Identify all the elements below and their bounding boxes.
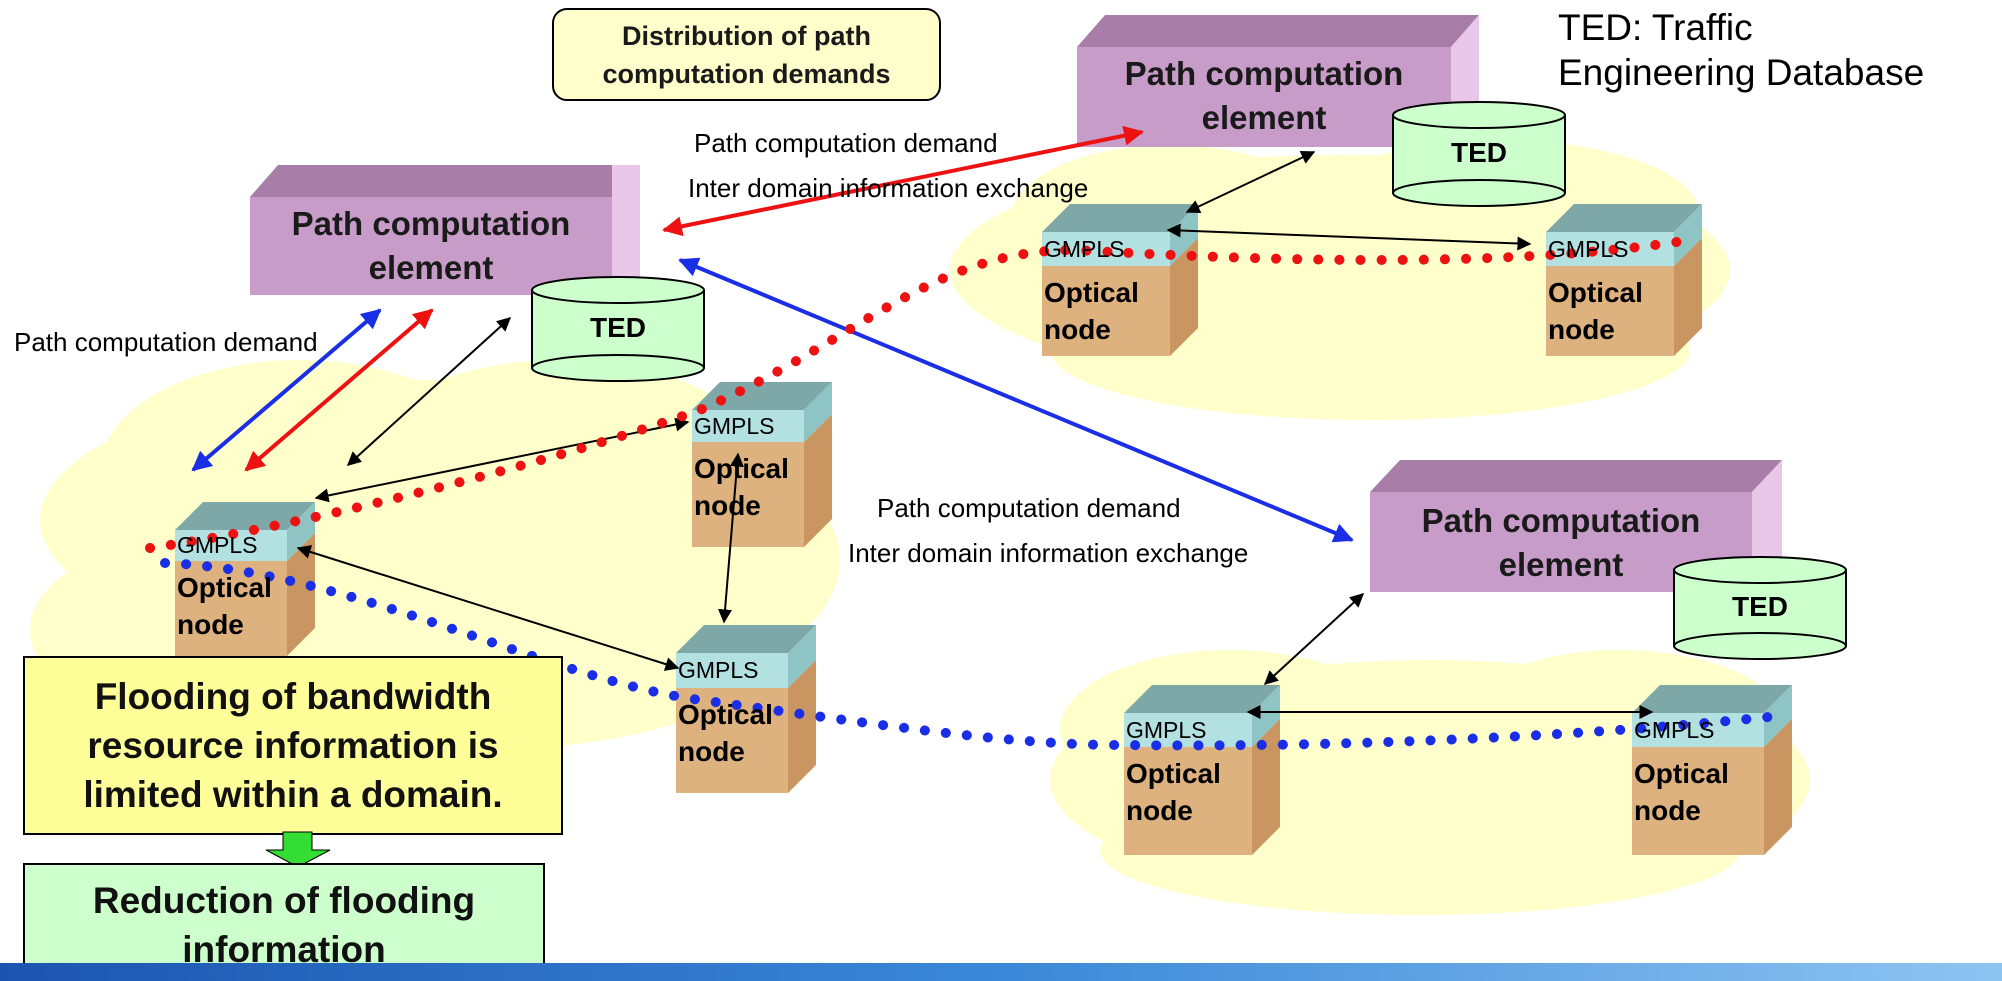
red-inter-domain-arrow bbox=[662, 125, 1144, 237]
ted-label-top: TED bbox=[1451, 137, 1507, 168]
optical-node-3 bbox=[676, 625, 816, 793]
gmpls-label: GMPLS bbox=[678, 657, 759, 683]
legend-line1: TED: Traffic bbox=[1558, 7, 1753, 48]
optical-line2: node bbox=[1044, 314, 1111, 345]
optical-line2: node bbox=[1548, 314, 1615, 345]
optical-line1: Optical bbox=[694, 453, 789, 484]
pce-title-bottom: Path computation element bbox=[1370, 499, 1752, 587]
optical-node-label: Optical node bbox=[1044, 274, 1139, 348]
ted-label-bottom: TED bbox=[1732, 591, 1788, 622]
legend-text: TED: Traffic Engineering Database bbox=[1558, 5, 1924, 95]
flooding-box-shape bbox=[23, 656, 563, 835]
optical-line2: node bbox=[177, 609, 244, 640]
bottom-decoration-bar bbox=[0, 963, 2002, 981]
ted-cylinder-top bbox=[1392, 101, 1566, 207]
blue-inter-domain-arrow bbox=[678, 257, 1354, 543]
top-demand-label: Path computation demand bbox=[694, 128, 998, 158]
gmpls-label: GMPLS bbox=[1126, 717, 1207, 743]
link-node4-node5 bbox=[1166, 223, 1532, 251]
optical-node-5 bbox=[1546, 204, 1702, 356]
optical-line1: Optical bbox=[678, 699, 773, 730]
blue-dotted-path bbox=[160, 558, 1783, 751]
reduction-box: Reduction of flooding information bbox=[24, 876, 544, 974]
mid-exchange-label: Inter domain information exchange bbox=[848, 538, 1249, 568]
optical-node-label: Optical node bbox=[177, 569, 272, 643]
optical-line1: Optical bbox=[1044, 277, 1139, 308]
pce-title-line2: element bbox=[1498, 546, 1624, 583]
pce-title-line1: Path computation bbox=[1421, 502, 1701, 539]
gmpls-label: GMPLS bbox=[177, 532, 258, 558]
optical-node-label: Optical node bbox=[1126, 755, 1221, 829]
pce-box-top bbox=[1077, 15, 1479, 147]
left-demand-label: Path computation demand bbox=[14, 327, 318, 357]
flooding-line1: Flooding of bandwidth bbox=[94, 676, 492, 717]
optical-node-6 bbox=[1124, 685, 1280, 855]
optical-line2: node bbox=[1126, 795, 1193, 826]
pce-title-left: Path computation element bbox=[250, 202, 612, 290]
flooding-line3: limited within a domain. bbox=[83, 774, 503, 815]
optical-line2: node bbox=[694, 490, 761, 521]
pce-title-line2: element bbox=[1201, 99, 1327, 136]
reduction-line2: information bbox=[182, 929, 386, 970]
link-pce-top-node4 bbox=[1185, 151, 1316, 213]
top-exchange-label: Inter domain information exchange bbox=[688, 173, 1089, 203]
pce-box-left bbox=[250, 165, 640, 295]
mid-demand-label: Path computation demand bbox=[877, 493, 1181, 523]
optical-node-7 bbox=[1632, 685, 1792, 855]
red-demand-arrow-left bbox=[244, 308, 434, 472]
distribution-box: Distribution of path computation demands bbox=[553, 17, 940, 93]
optical-line2: node bbox=[1634, 795, 1701, 826]
pce-title-line1: Path computation bbox=[291, 205, 571, 242]
distribution-box-shape bbox=[552, 8, 941, 101]
link-node1-node3 bbox=[296, 545, 680, 671]
optical-node-label: Optical node bbox=[694, 450, 789, 524]
optical-line1: Optical bbox=[1126, 758, 1221, 789]
gmpls-label: GMPLS bbox=[694, 413, 775, 439]
ted-cylinder-bottom bbox=[1673, 556, 1847, 660]
optical-node-label: Optical node bbox=[1634, 755, 1729, 829]
optical-node-1 bbox=[175, 502, 315, 656]
reduction-line1: Reduction of flooding bbox=[92, 880, 476, 921]
gmpls-label: GMPLS bbox=[1548, 236, 1629, 262]
pce-title-line2: element bbox=[368, 249, 494, 286]
down-arrow-icon bbox=[265, 831, 331, 868]
distribution-line2: computation demands bbox=[602, 59, 891, 89]
reduction-box-shape bbox=[23, 863, 545, 981]
flooding-box: Flooding of bandwidth resource informati… bbox=[24, 672, 562, 819]
demand-arrows bbox=[191, 125, 1354, 543]
legend-line2: Engineering Database bbox=[1558, 52, 1925, 93]
pce-title-top: Path computation element bbox=[1077, 52, 1451, 140]
flooding-line2: resource information is bbox=[87, 725, 499, 766]
optical-line2: node bbox=[678, 736, 745, 767]
pce-title-line1: Path computation bbox=[1124, 55, 1404, 92]
distribution-line1: Distribution of path bbox=[622, 21, 871, 51]
gmpls-label: GMPLS bbox=[1634, 717, 1715, 743]
link-pce-bottom-node6 bbox=[1263, 593, 1365, 685]
optical-node-label: Optical node bbox=[1548, 274, 1643, 348]
optical-line1: Optical bbox=[177, 572, 272, 603]
ted-cylinder-left bbox=[531, 276, 705, 382]
red-dotted-path bbox=[145, 235, 1695, 553]
ted-label-left: TED bbox=[590, 312, 646, 343]
gmpls-label: GMPLS bbox=[1044, 236, 1125, 262]
optical-line1: Optical bbox=[1548, 277, 1643, 308]
optical-line1: Optical bbox=[1634, 758, 1729, 789]
optical-node-label: Optical node bbox=[678, 696, 773, 770]
